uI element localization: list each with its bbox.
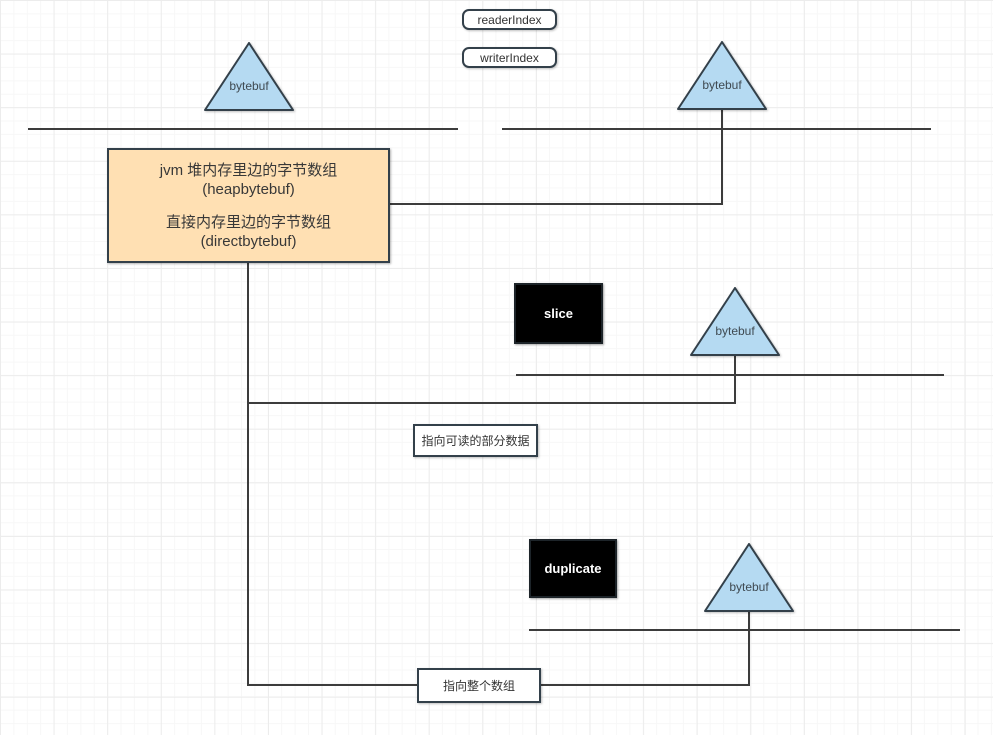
bytebuf-label: bytebuf (715, 324, 755, 338)
slice-box[interactable]: slice (514, 283, 603, 344)
duplicate-note-box[interactable]: 指向整个数组 (417, 668, 541, 703)
writer-index-label: writerIndex (480, 50, 539, 65)
slice-note-label: 指向可读的部分数据 (421, 434, 530, 448)
bytebuf-label: bytebuf (229, 79, 269, 93)
duplicate-label: duplicate (544, 561, 602, 576)
heapbox-vertical-line[interactable] (247, 263, 249, 686)
writer-index-badge[interactable]: writerIndex (462, 47, 557, 68)
heap-box-line2: (heapbytebuf) (202, 180, 295, 198)
slice-label: slice (544, 306, 573, 321)
reader-index-badge[interactable]: readerIndex (462, 9, 557, 30)
baseline-slice[interactable] (516, 374, 944, 376)
slice-note-box[interactable]: 指向可读的部分数据 (413, 424, 538, 457)
bytebuf-label: bytebuf (729, 580, 769, 594)
triangle-icon (704, 543, 794, 612)
bytebuf-triangle-top-right[interactable]: bytebuf (676, 40, 768, 111)
connector-heapbox-to-topright[interactable] (390, 203, 723, 205)
bytebuf-triangle-slice[interactable]: bytebuf (689, 286, 781, 357)
baseline-duplicate[interactable] (529, 629, 960, 631)
triangle-icon (690, 287, 780, 356)
triangle-icon (677, 41, 767, 110)
tail-line-slice-bytebuf[interactable] (734, 356, 736, 404)
tail-line-duplicate-bytebuf[interactable] (748, 610, 750, 686)
reader-index-label: readerIndex (477, 12, 542, 27)
duplicate-box[interactable]: duplicate (529, 539, 617, 598)
heap-box-line4: (directbytebuf) (200, 232, 297, 250)
heap-box-line3: 直接内存里边的字节数组 (165, 213, 331, 231)
heap-box-line1: jvm 堆内存里边的字节数组 (159, 161, 338, 179)
baseline-top-left[interactable] (28, 128, 458, 130)
baseline-top-right[interactable] (502, 128, 931, 130)
duplicate-note-label: 指向整个数组 (442, 679, 515, 693)
bytebuf-triangle-top-left[interactable]: bytebuf (203, 41, 295, 112)
triangle-icon (204, 42, 294, 111)
bytebuf-label: bytebuf (702, 78, 742, 92)
tail-line-top-right-bytebuf[interactable] (721, 110, 723, 205)
bytebuf-triangle-duplicate[interactable]: bytebuf (703, 542, 795, 613)
heap-directbytebuf-box[interactable]: jvm 堆内存里边的字节数组 (heapbytebuf) 直接内存里边的字节数组… (107, 148, 390, 263)
connector-heapbox-to-slice[interactable] (247, 402, 736, 404)
